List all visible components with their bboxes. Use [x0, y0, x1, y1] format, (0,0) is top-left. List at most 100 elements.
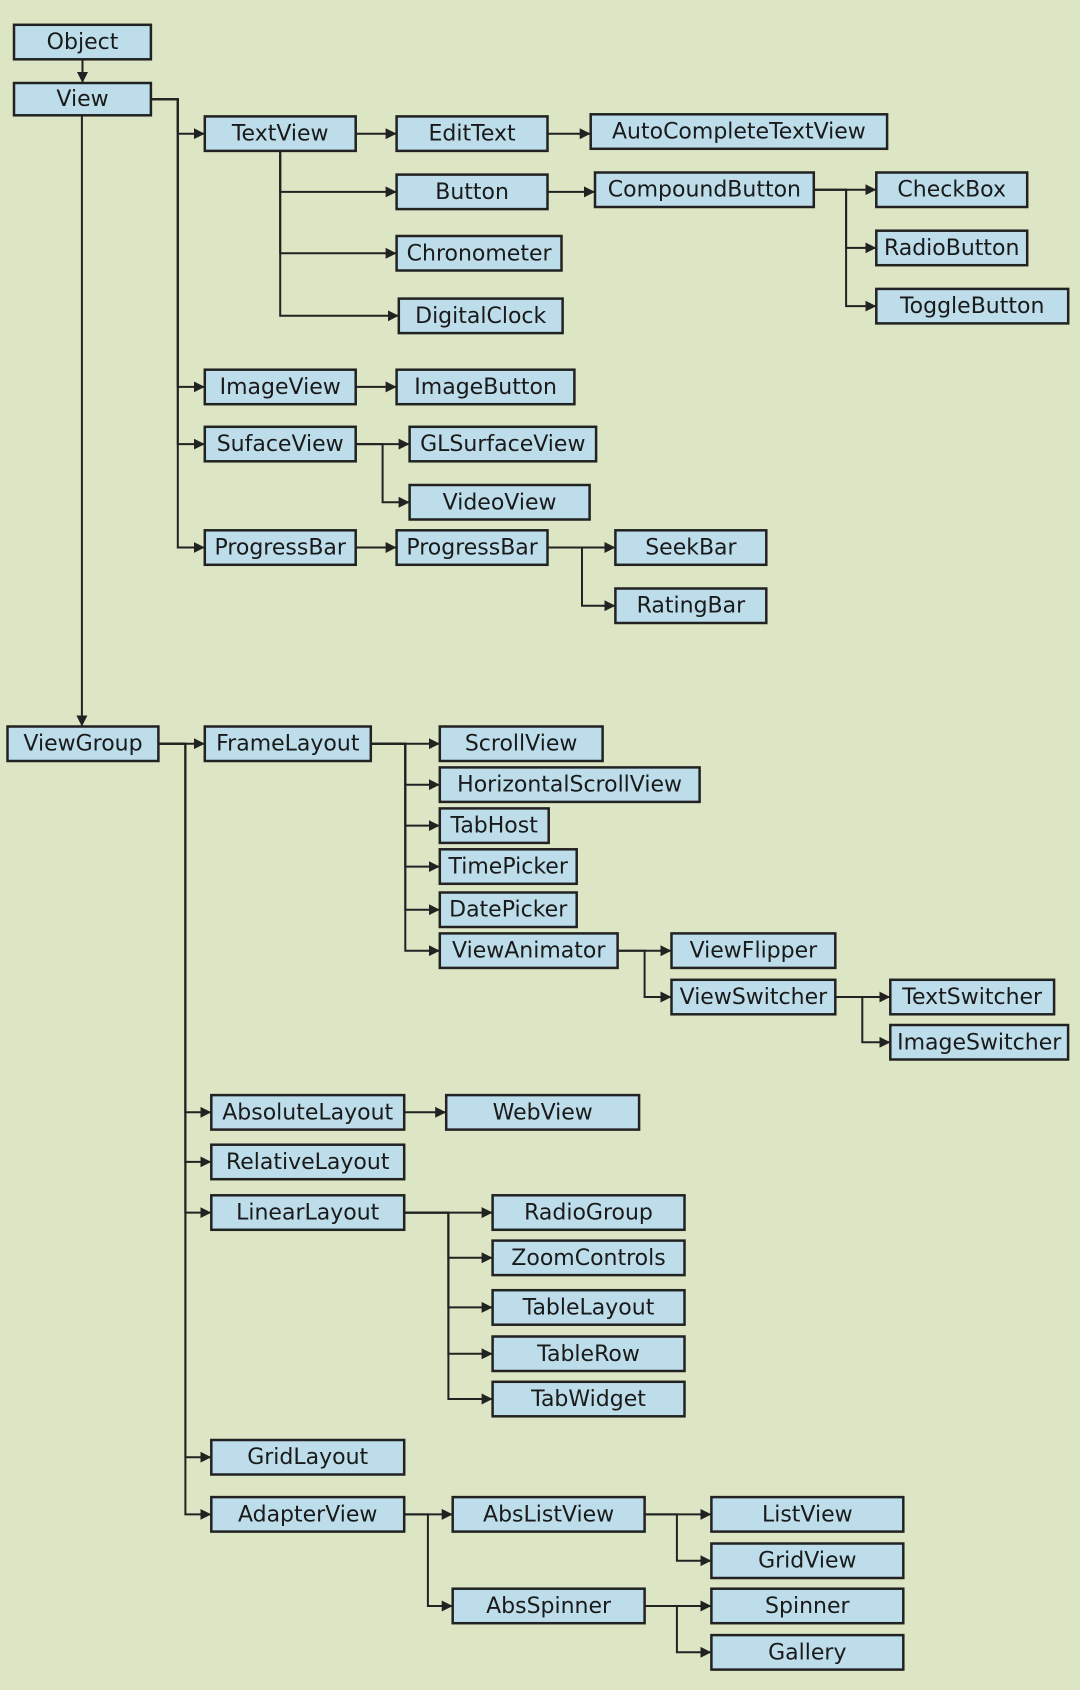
edge-textview-to-digitalclock — [279, 132, 399, 322]
node-textview: TextView — [203, 115, 357, 153]
node-label: ViewAnimator — [452, 939, 606, 964]
node-label: GridLayout — [247, 1445, 368, 1470]
node-box — [614, 529, 768, 567]
node-box — [451, 1587, 646, 1625]
edge-viewanimator-to-viewswitcher — [617, 949, 672, 1003]
node-label: ViewGroup — [23, 732, 142, 757]
node-radiogroup: RadioGroup — [491, 1194, 686, 1232]
node-scrollview: ScrollView — [438, 725, 604, 763]
node-tablerow: TableRow — [491, 1335, 686, 1373]
node-label: ProgressBar — [406, 536, 538, 561]
node-label: ViewSwitcher — [680, 985, 828, 1010]
node-progressbar2: ProgressBar — [395, 529, 549, 567]
node-ratingbar: RatingBar — [614, 587, 768, 625]
node-label: ImageSwitcher — [897, 1030, 1062, 1055]
node-box — [614, 587, 768, 625]
node-abslistview: AbsListView — [451, 1495, 646, 1533]
edge-framelayout-to-viewanimator — [370, 742, 440, 957]
node-box — [203, 425, 357, 463]
node-label: AutoCompleteTextView — [612, 120, 866, 145]
node-view: View — [12, 81, 153, 117]
node-box — [710, 1587, 905, 1625]
node-box — [203, 529, 357, 567]
edge-compoundbutton-to-radiobutton — [813, 188, 877, 254]
node-box — [710, 1495, 905, 1533]
edge-linearlayout-to-tabwidget — [404, 1211, 493, 1405]
node-box — [6, 725, 160, 763]
node-timepicker: TimePicker — [438, 848, 578, 886]
node-imageswitcher: ImageSwitcher — [889, 1023, 1070, 1061]
node-label: WebView — [493, 1100, 593, 1125]
node-viewanimator: ViewAnimator — [438, 932, 619, 970]
node-box — [395, 234, 563, 272]
node-box — [210, 1143, 406, 1181]
node-box — [589, 113, 889, 151]
node-label: VideoView — [443, 490, 557, 515]
node-box — [593, 171, 816, 209]
node-box — [875, 287, 1070, 325]
node-label: FrameLayout — [216, 732, 360, 757]
edge-absspinner-to-gallery — [644, 1605, 712, 1658]
node-label: Object — [47, 30, 119, 55]
node-box — [210, 1093, 406, 1131]
node-sufaceview: SufaceView — [203, 425, 357, 463]
node-label: HorizontalScrollView — [457, 773, 682, 798]
node-box — [210, 1495, 406, 1533]
node-viewflipper: ViewFlipper — [670, 932, 837, 970]
node-label: CompoundButton — [608, 178, 801, 203]
node-spinner: Spinner — [710, 1587, 905, 1625]
node-label: CheckBox — [897, 178, 1006, 203]
node-label: RadioGroup — [524, 1201, 653, 1226]
node-edittext: EditText — [395, 115, 549, 153]
node-seekbar: SeekBar — [614, 529, 768, 567]
node-linearlayout: LinearLayout — [210, 1194, 406, 1232]
node-compoundbutton: CompoundButton — [593, 171, 816, 209]
node-framelayout: FrameLayout — [203, 725, 373, 763]
node-label: ImageButton — [414, 375, 557, 400]
node-box — [210, 1194, 406, 1232]
node-label: DatePicker — [449, 898, 568, 923]
node-label: View — [56, 87, 108, 112]
node-label: AbsSpinner — [486, 1594, 612, 1619]
node-box — [875, 229, 1029, 267]
node-digitalclock: DigitalClock — [397, 297, 564, 335]
node-box — [438, 932, 619, 970]
node-box — [395, 115, 549, 153]
edge-viewgroup-to-adapterview — [158, 742, 212, 1520]
node-box — [670, 978, 837, 1016]
node-box — [444, 1093, 641, 1131]
node-box — [438, 848, 578, 886]
node-label: ScrollView — [465, 732, 578, 757]
node-box — [710, 1633, 905, 1671]
node-label: AbsListView — [483, 1502, 614, 1527]
edge-viewswitcher-to-imageswitcher — [835, 996, 891, 1048]
node-label: ListView — [762, 1502, 853, 1527]
node-label: ViewFlipper — [690, 939, 819, 964]
edge-adapterview-to-absspinner — [404, 1513, 453, 1612]
node-label: TextView — [231, 122, 329, 147]
node-glsurfaceview: GLSurfaceView — [408, 425, 598, 463]
node-box — [491, 1288, 686, 1326]
node-label: Button — [435, 180, 509, 205]
node-label: SufaceView — [217, 432, 344, 457]
node-label: Gallery — [768, 1640, 846, 1665]
node-label: ProgressBar — [214, 536, 346, 561]
edge-view-to-progressbar1 — [150, 98, 205, 553]
node-label: GridView — [758, 1549, 856, 1574]
node-box — [408, 425, 598, 463]
node-object: Object — [12, 23, 153, 61]
node-absolutelayout: AbsoluteLayout — [210, 1093, 406, 1131]
node-box — [395, 529, 549, 567]
node-label: SeekBar — [645, 536, 737, 561]
node-label: TabHost — [450, 814, 539, 839]
edge-sufaceview-to-videoview — [355, 443, 410, 508]
node-gridview: GridView — [710, 1542, 905, 1580]
node-box — [397, 297, 564, 335]
node-label: TimePicker — [448, 855, 569, 880]
node-box — [438, 766, 701, 804]
edge-progressbar2-to-ratingbar — [547, 546, 616, 612]
node-box — [491, 1194, 686, 1232]
node-box — [12, 23, 153, 61]
